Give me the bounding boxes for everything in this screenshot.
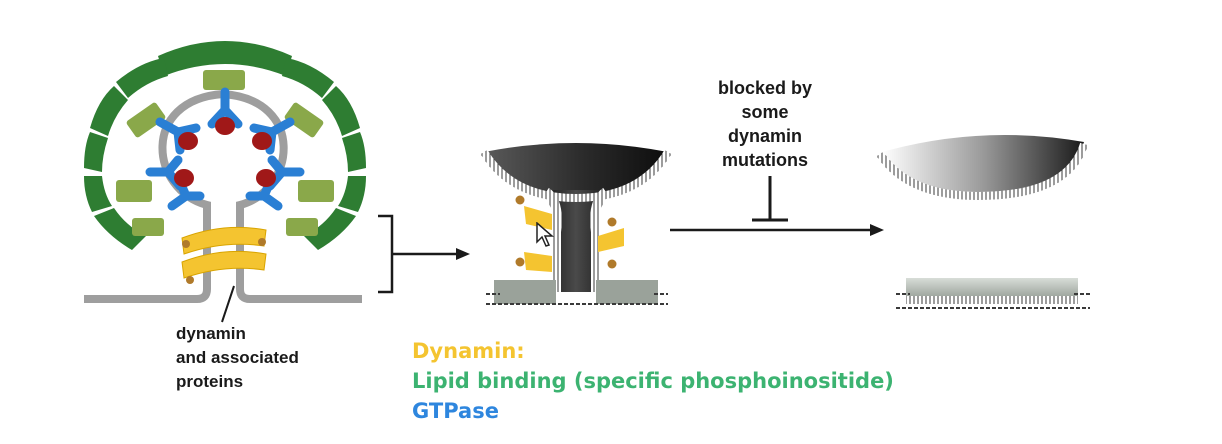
- label-line: proteins: [176, 372, 244, 391]
- label-line: blocked by: [717, 78, 813, 98]
- label-line: dynamin: [727, 126, 802, 146]
- right-arrow-icon: [456, 248, 470, 260]
- label-line: mutations: [721, 150, 808, 170]
- label-line: some: [741, 102, 789, 122]
- process-arrow-1: [378, 214, 458, 294]
- constricted-neck-panel: [480, 143, 672, 305]
- label-line: and associated: [176, 348, 299, 367]
- legend-gtpase: GTPase: [412, 399, 499, 423]
- adaptor-proteins: [116, 70, 334, 236]
- label-line: dynamin: [176, 324, 246, 343]
- dynamin-proteins-label: dynamin and associated proteins: [176, 322, 299, 394]
- dynamin-pointer-line: [221, 285, 235, 323]
- plasma-membrane-left: [494, 280, 556, 304]
- released-vesicle-panel: [876, 134, 1090, 309]
- budding-vesicle-cap: [484, 143, 668, 196]
- right-arrow-icon-2: [870, 224, 884, 236]
- blocked-by-mutations-label: blocked by some dynamin mutations: [690, 76, 840, 172]
- plasma-membrane: [84, 236, 362, 303]
- plasma-membrane-right: [596, 280, 658, 304]
- released-vesicle: [882, 134, 1084, 192]
- clathrin-coat: [84, 41, 366, 250]
- coated-pit-panel: [84, 41, 366, 323]
- legend-dynamin-title: Dynamin:: [412, 339, 525, 363]
- cargo-receptors: [145, 87, 305, 211]
- legend-lipid-binding: Lipid binding (specific phosphoinositide…: [412, 369, 894, 393]
- cargo-molecules: [174, 117, 276, 187]
- dynamin-bands: [524, 206, 624, 272]
- dynamin-collar: [181, 226, 267, 284]
- sealed-plasma-membrane: [906, 278, 1078, 298]
- t-bar-inhibition-icon: [752, 176, 788, 222]
- mouse-pointer-icon: [536, 222, 554, 247]
